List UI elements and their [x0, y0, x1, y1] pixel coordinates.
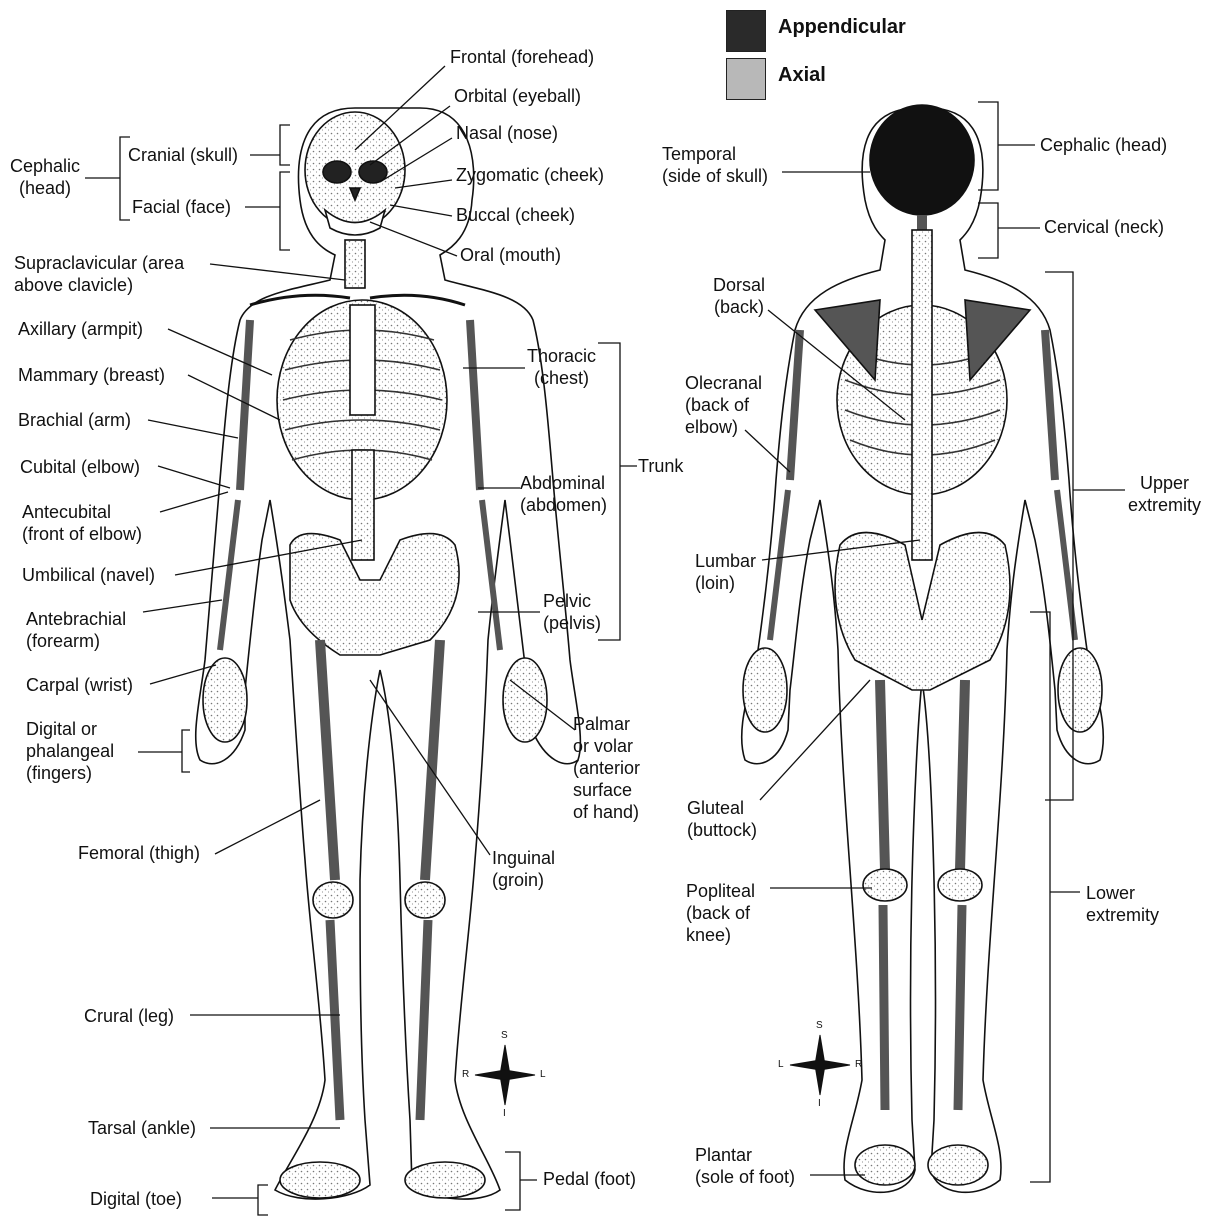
- label-zygomatic: Zygomatic (cheek): [456, 164, 604, 186]
- label-pedal: Pedal (foot): [543, 1168, 636, 1190]
- label-cephalic-head: Cephalic (head): [1040, 134, 1167, 156]
- label-brachial: Brachial (arm): [18, 409, 131, 431]
- label-digital-fingers: Digital or phalangeal (fingers): [26, 718, 114, 784]
- label-oral: Oral (mouth): [460, 244, 561, 266]
- label-antecubital: Antecubital (front of elbow): [22, 501, 142, 545]
- label-crural: Crural (leg): [84, 1005, 174, 1027]
- label-frontal: Frontal (forehead): [450, 46, 594, 68]
- front-body-outline: [196, 108, 581, 1199]
- label-umbilical: Umbilical (navel): [22, 564, 155, 586]
- label-olecranal: Olecranal (back of elbow): [685, 372, 762, 438]
- front-skull: [305, 112, 405, 228]
- appendicular-legend-label: Appendicular: [778, 16, 906, 39]
- label-temporal: Temporal (side of skull): [662, 143, 768, 187]
- label-dorsal: Dorsal (back): [713, 274, 765, 318]
- label-popliteal: Popliteal (back of knee): [686, 880, 755, 946]
- compass-back-l: L: [778, 1059, 784, 1070]
- label-lower-extremity: Lower extremity: [1086, 882, 1159, 926]
- compass-back-i: I: [818, 1098, 821, 1109]
- compass-front-i: I: [503, 1108, 506, 1119]
- label-femoral: Femoral (thigh): [78, 842, 200, 864]
- appendicular-swatch: [726, 10, 766, 52]
- back-skull: [870, 105, 974, 215]
- label-abdominal: Abdominal (abdomen): [520, 472, 607, 516]
- axial-swatch: [726, 58, 766, 100]
- label-trunk: Trunk: [638, 455, 683, 477]
- compass-front-s: S: [501, 1030, 508, 1041]
- label-facial: Facial (face): [132, 196, 231, 218]
- label-nasal: Nasal (nose): [456, 122, 558, 144]
- back-figure: [742, 105, 1104, 1192]
- front-figure: [196, 108, 581, 1199]
- compass-front-r: R: [462, 1069, 469, 1080]
- label-cubital: Cubital (elbow): [20, 456, 140, 478]
- label-tarsal: Tarsal (ankle): [88, 1117, 196, 1139]
- compass-front: [475, 1045, 535, 1105]
- label-axillary: Axillary (armpit): [18, 318, 143, 340]
- label-cephalic: Cephalic (head): [10, 155, 80, 199]
- label-inguinal: Inguinal (groin): [492, 847, 555, 891]
- label-pelvic: Pelvic (pelvis): [543, 590, 601, 634]
- compass-front-l: L: [540, 1069, 546, 1080]
- label-buccal: Buccal (cheek): [456, 204, 575, 226]
- compass-back: [790, 1035, 850, 1095]
- label-digital-toe: Digital (toe): [90, 1188, 182, 1210]
- label-palmar: Palmar or volar (anterior surface of han…: [573, 713, 640, 823]
- axial-legend-label: Axial: [778, 64, 826, 87]
- compass-back-r: R: [855, 1059, 862, 1070]
- label-upper-extremity: Upper extremity: [1128, 472, 1201, 516]
- label-orbital: Orbital (eyeball): [454, 85, 581, 107]
- label-supraclavicular: Supraclavicular (area above clavicle): [14, 252, 184, 296]
- label-carpal: Carpal (wrist): [26, 674, 133, 696]
- label-antebrachial: Antebrachial (forearm): [26, 608, 126, 652]
- label-cranial: Cranial (skull): [128, 144, 238, 166]
- label-lumbar: Lumbar (loin): [695, 550, 756, 594]
- label-cervical: Cervical (neck): [1044, 216, 1164, 238]
- label-thoracic: Thoracic (chest): [527, 345, 596, 389]
- label-plantar: Plantar (sole of foot): [695, 1144, 795, 1188]
- label-mammary: Mammary (breast): [18, 364, 165, 386]
- compass-back-s: S: [816, 1020, 823, 1031]
- label-gluteal: Gluteal (buttock): [687, 797, 757, 841]
